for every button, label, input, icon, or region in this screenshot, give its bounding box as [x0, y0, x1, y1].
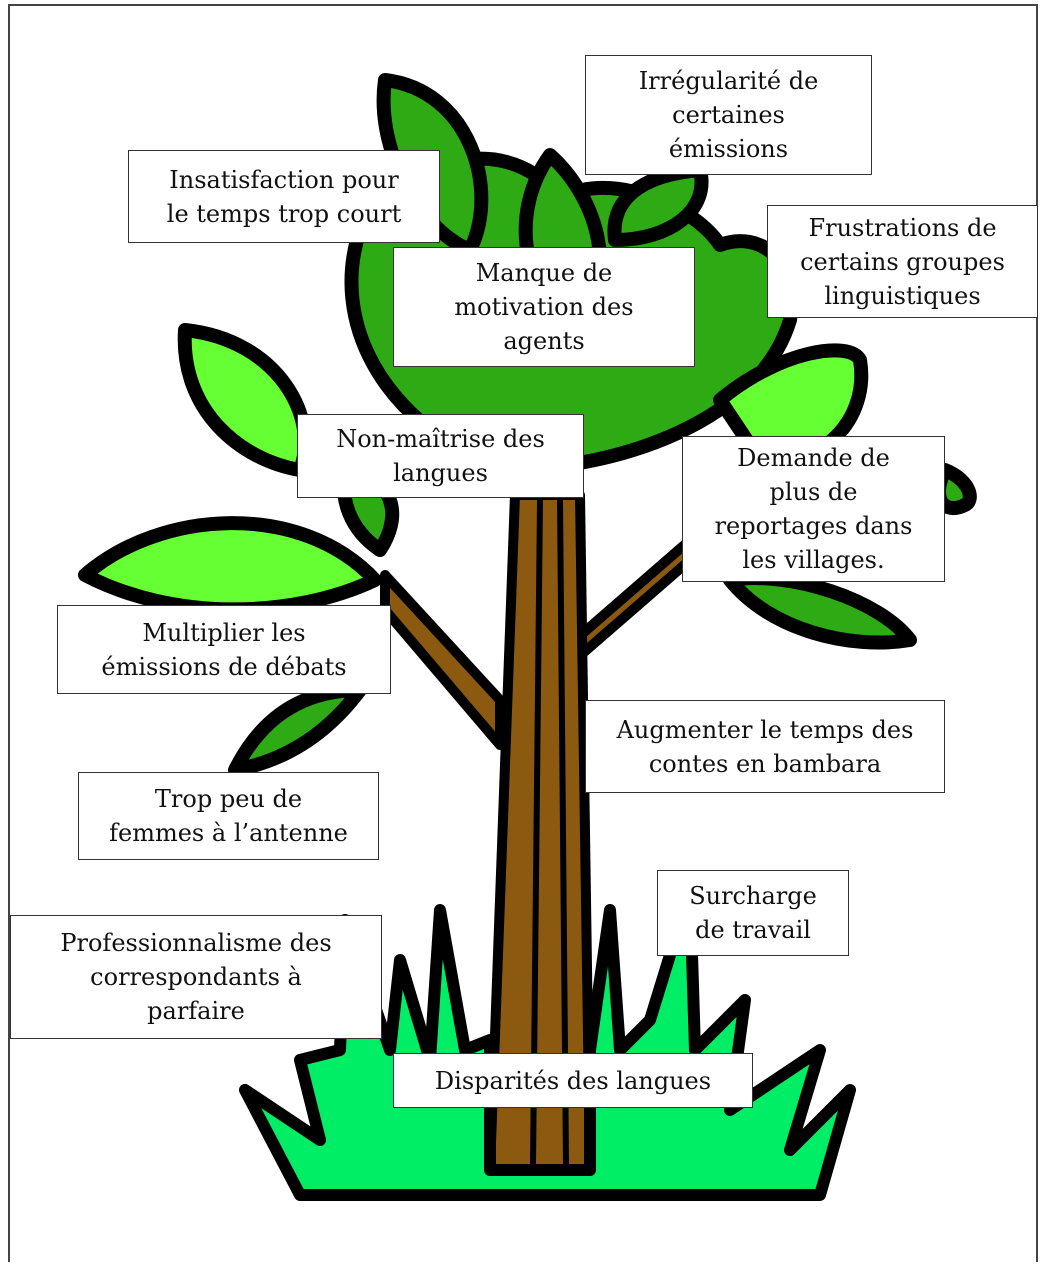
branch-right	[570, 535, 695, 665]
label-disparites: Disparités des langues	[393, 1053, 753, 1108]
branch-left	[380, 570, 505, 750]
leaf-left-upper	[177, 323, 312, 477]
label-trop-peu-femmes: Trop peu de femmes à l’antenne	[78, 772, 379, 860]
label-non-maitrise: Non-maîtrise des langues	[297, 414, 584, 498]
leaf-left-lower	[228, 683, 367, 777]
label-surcharge: Surcharge de travail	[657, 870, 849, 956]
label-demande-reportages: Demande de plus de reportages dans les v…	[682, 436, 945, 582]
label-manque-motivation: Manque de motivation des agents	[393, 247, 695, 367]
leaf-top-right	[607, 163, 709, 247]
label-frustrations: Frustrations de certains groupes linguis…	[767, 205, 1038, 318]
label-augmenter-contes: Augmenter le temps des contes en bambara	[585, 700, 945, 793]
label-irregularite: Irrégularité de certaines émissions	[585, 55, 872, 175]
diagram-frame	[8, 4, 1038, 1262]
label-professionnalisme: Professionnalisme des correspondants à p…	[10, 915, 382, 1039]
leaf-right-lower	[723, 571, 917, 650]
label-insatisfaction: Insatisfaction pour le temps trop court	[128, 150, 440, 243]
label-multiplier-debats: Multiplier les émissions de débats	[57, 605, 391, 694]
leaf-left-middle	[78, 516, 382, 617]
